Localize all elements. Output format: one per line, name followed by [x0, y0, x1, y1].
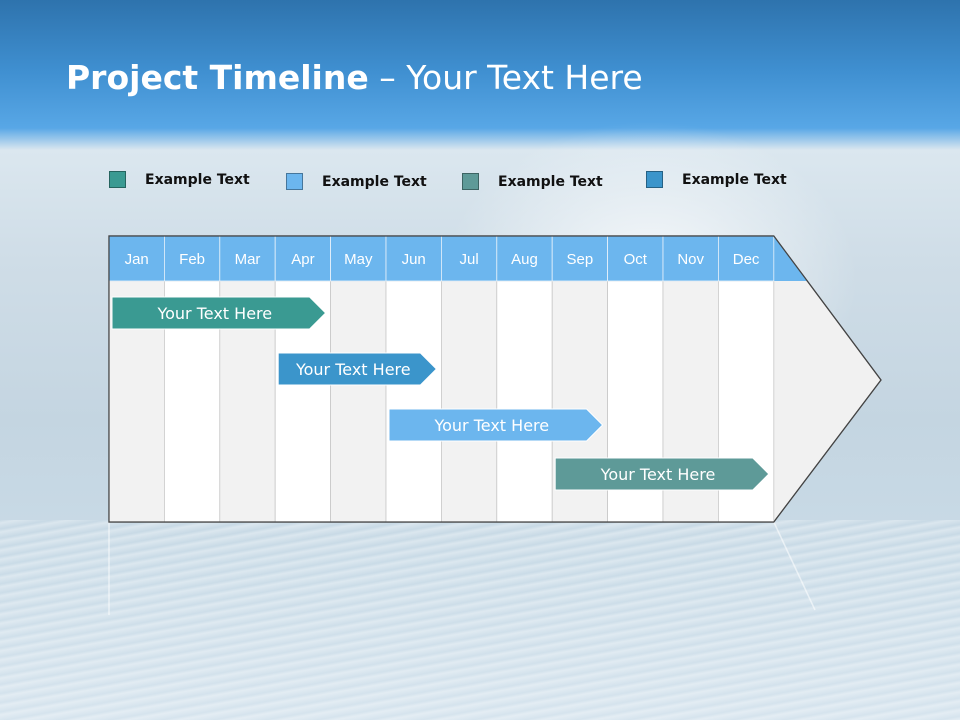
task-bar	[111, 296, 327, 330]
legend-swatch-3	[462, 173, 479, 190]
slide-title: Project Timeline – Your Text Here	[66, 58, 643, 97]
month-label: Jul	[460, 251, 479, 268]
month-label: Aug	[511, 251, 538, 268]
timeline-reflection	[108, 521, 816, 615]
month-label: Feb	[179, 251, 205, 268]
task-bar-label: Your Text Here	[156, 304, 272, 323]
month-label: Apr	[291, 251, 314, 268]
month-header-cell	[163, 235, 221, 282]
month-header-cell	[718, 235, 775, 282]
task-bar	[277, 352, 438, 386]
legend-swatch-4	[646, 171, 663, 188]
month-label: Dec	[733, 251, 760, 268]
legend-label-1: Example Text	[145, 172, 250, 188]
month-header-cell	[496, 235, 553, 282]
title-rest: – Your Text Here	[368, 58, 643, 97]
month-header-cell	[440, 235, 498, 282]
month-column	[330, 280, 387, 523]
month-column	[440, 280, 498, 523]
month-label: Mar	[235, 251, 261, 268]
month-header-cell	[108, 235, 165, 282]
task-bar	[554, 457, 770, 491]
timeline-outline	[108, 235, 882, 523]
month-header-cell	[330, 235, 387, 282]
legend-swatch-1	[109, 171, 126, 188]
title-bold: Project Timeline	[66, 58, 369, 97]
task-bar	[388, 408, 604, 442]
month-column	[496, 280, 553, 523]
task-bar-label: Your Text Here	[433, 416, 549, 435]
month-label: Jan	[125, 251, 149, 268]
legend-swatch-2	[286, 173, 303, 190]
legend-label-3: Example Text	[498, 174, 603, 190]
month-header-cell	[274, 235, 332, 282]
month-label: Oct	[624, 251, 648, 268]
month-label: Sep	[567, 251, 594, 268]
month-column	[385, 280, 442, 523]
task-bar-label: Your Text Here	[600, 465, 716, 484]
month-label: Jun	[402, 251, 426, 268]
legend-label-2: Example Text	[322, 174, 427, 190]
legend-label-4: Example Text	[682, 172, 787, 188]
task-bar-label: Your Text Here	[295, 360, 411, 379]
month-label: Nov	[677, 251, 704, 268]
month-label: May	[344, 251, 373, 268]
water-texture-image	[0, 520, 960, 720]
month-header-cell	[385, 235, 442, 282]
